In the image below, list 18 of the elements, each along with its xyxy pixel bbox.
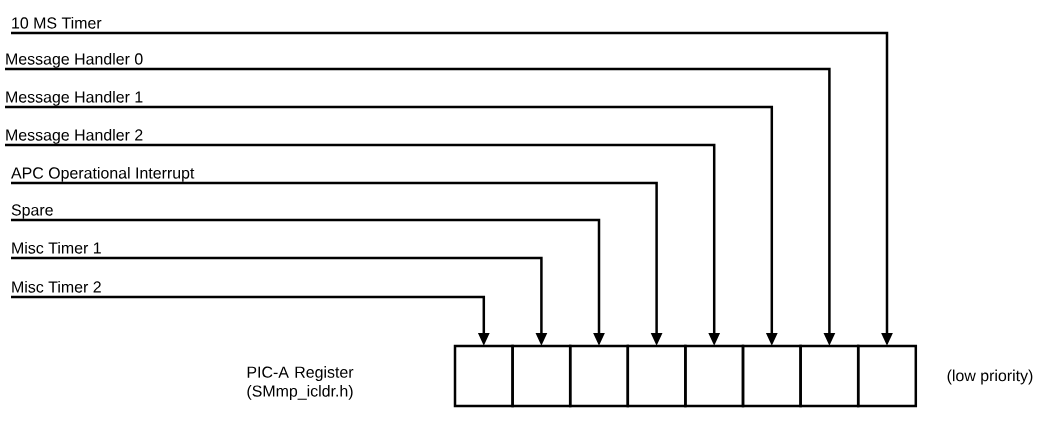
signal-label: Message Handler 1 — [6, 90, 143, 106]
signal-label: Message Handler 2 — [6, 128, 143, 144]
register-caption: PIC-A Register (SMmp_icldr.h) — [247, 366, 354, 400]
register-cell — [684, 344, 745, 408]
priority-note: (low priority) — [947, 369, 1033, 385]
signal-label: 10 MS Timer — [12, 16, 102, 29]
register-cell — [799, 344, 860, 408]
register-cell — [453, 344, 514, 408]
signal-label: Message Handler 0 — [6, 52, 143, 68]
register-cell — [626, 344, 687, 408]
signal-label: Misc Timer 1 — [12, 241, 101, 254]
register-cell — [511, 344, 572, 408]
register-cell — [568, 344, 630, 408]
signal-label: APC Operational Interrupt — [11, 166, 195, 182]
signal-label: Spare — [11, 204, 53, 219]
register-cell — [856, 344, 918, 408]
register-cell — [741, 344, 802, 408]
signal-label: Misc Timer 2 — [12, 280, 101, 293]
